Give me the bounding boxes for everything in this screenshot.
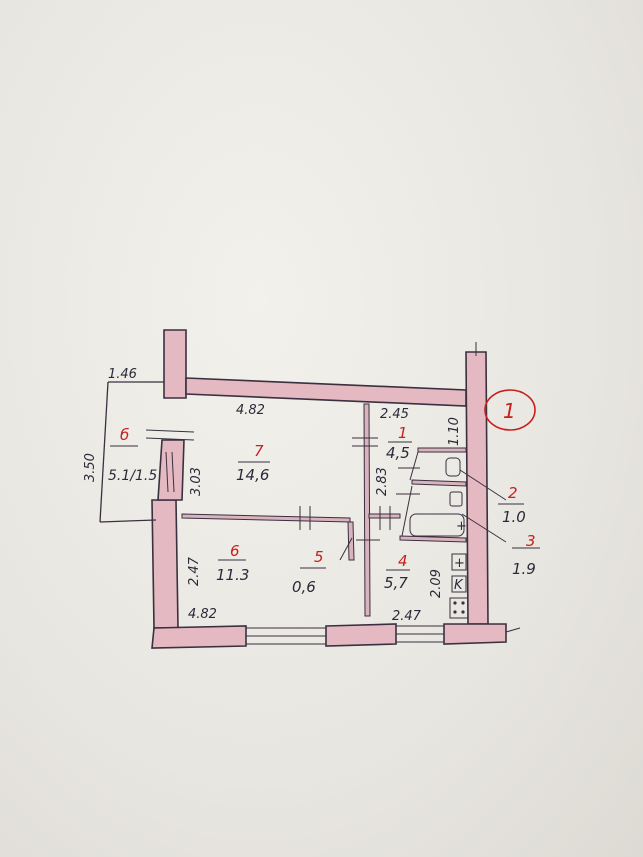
room-1-label: 1 4,5: [386, 424, 412, 462]
svg-text:6: 6: [230, 542, 240, 560]
svg-text:+: +: [454, 556, 465, 571]
wall-left-upper: [163, 329, 187, 399]
svg-text:K: K: [454, 578, 464, 593]
wall-bottom-b: [325, 623, 397, 647]
dim-bottom-room4: 2.47: [392, 609, 422, 624]
svg-text:0,6: 0,6: [292, 578, 316, 596]
svg-text:1.0: 1.0: [502, 508, 526, 526]
svg-text:3: 3: [526, 532, 536, 550]
svg-text:+: +: [456, 519, 467, 534]
svg-text:2: 2: [508, 484, 518, 502]
room-2-label: 2 1.0: [502, 484, 526, 526]
svg-text:14,6: 14,6: [236, 466, 269, 484]
room-5-label: 5 0,6: [292, 548, 326, 596]
dim-room7-height: 3.03: [189, 467, 204, 496]
outer-walls: [151, 329, 521, 649]
partition-bath-mid: [411, 479, 467, 487]
partition-7-1: [363, 403, 371, 617]
dimension-labels: 1.46 4.82 2.45 1.10 2.83 3.03 3.50 2.47 …: [83, 367, 462, 624]
wall-bottom-a: [151, 625, 247, 649]
dim-top-room7: 4.82: [236, 403, 265, 418]
sink-icon: [449, 491, 463, 507]
room-4-label: 4 5,7: [384, 552, 410, 592]
window-bottom-right: [396, 625, 444, 643]
kitchen-sink-icon: [451, 575, 467, 593]
wall-left-mid: [157, 439, 185, 501]
bathtub-icon: [409, 513, 465, 537]
wall-right: [465, 351, 489, 625]
apartment-number: 1: [503, 399, 516, 423]
dim-balcony-width: 1.46: [108, 367, 137, 382]
wall-left-lower: [151, 499, 179, 629]
room-7-label: 7 14,6: [236, 442, 270, 484]
apartment-number-circle: [484, 389, 536, 431]
partition-bath-bottom: [399, 535, 467, 543]
svg-text:1.9: 1.9: [512, 560, 536, 578]
svg-text:5.1/1.5: 5.1/1.5: [108, 468, 157, 484]
balcony-label: б 5.1/1.5: [108, 426, 157, 484]
window-bottom-left: [246, 627, 326, 645]
leader-room3: [461, 513, 507, 543]
dim-room4-height: 2.09: [429, 569, 444, 598]
dim-balcony-height: 3.50: [83, 453, 98, 482]
room-6-label: 6 11.3: [216, 542, 249, 584]
dim-top-room1: 2.45: [380, 407, 409, 422]
dim-right-room1: 1.10: [447, 417, 462, 446]
svg-text:5: 5: [314, 548, 324, 566]
room-labels: 7 14,6 1 4,5 2 1.0 3 1.9 4 5,7 5 0,6 6: [108, 424, 536, 596]
svg-text:4,5: 4,5: [386, 444, 410, 462]
partition-bath-top: [417, 447, 467, 453]
svg-text:4: 4: [398, 552, 408, 570]
cooktop-icon: [449, 597, 469, 619]
wall-top: [185, 377, 467, 407]
wall-bottom-c: [443, 623, 507, 645]
partition-1-4: [368, 513, 401, 519]
room-3-label: 3 1.9: [512, 532, 536, 578]
svg-text:7: 7: [254, 442, 264, 460]
dim-room1-height: 2.83: [375, 467, 390, 496]
leader-room2: [459, 469, 507, 501]
toilet-icon: [445, 457, 461, 477]
svg-text:5,7: 5,7: [384, 574, 408, 592]
stove-icon: [451, 553, 467, 571]
svg-text:б: б: [120, 426, 129, 444]
balcony-outline: [99, 381, 195, 523]
dim-room6-height: 2.47: [187, 556, 202, 586]
partition-room5: [347, 521, 355, 561]
dim-bottom-room6: 4.82: [188, 607, 217, 622]
svg-text:11.3: 11.3: [216, 566, 249, 584]
svg-text:1: 1: [398, 424, 408, 442]
partitions: [181, 403, 467, 617]
plumbing-fixtures: + + K: [409, 457, 469, 619]
partition-7-6: [181, 513, 351, 523]
